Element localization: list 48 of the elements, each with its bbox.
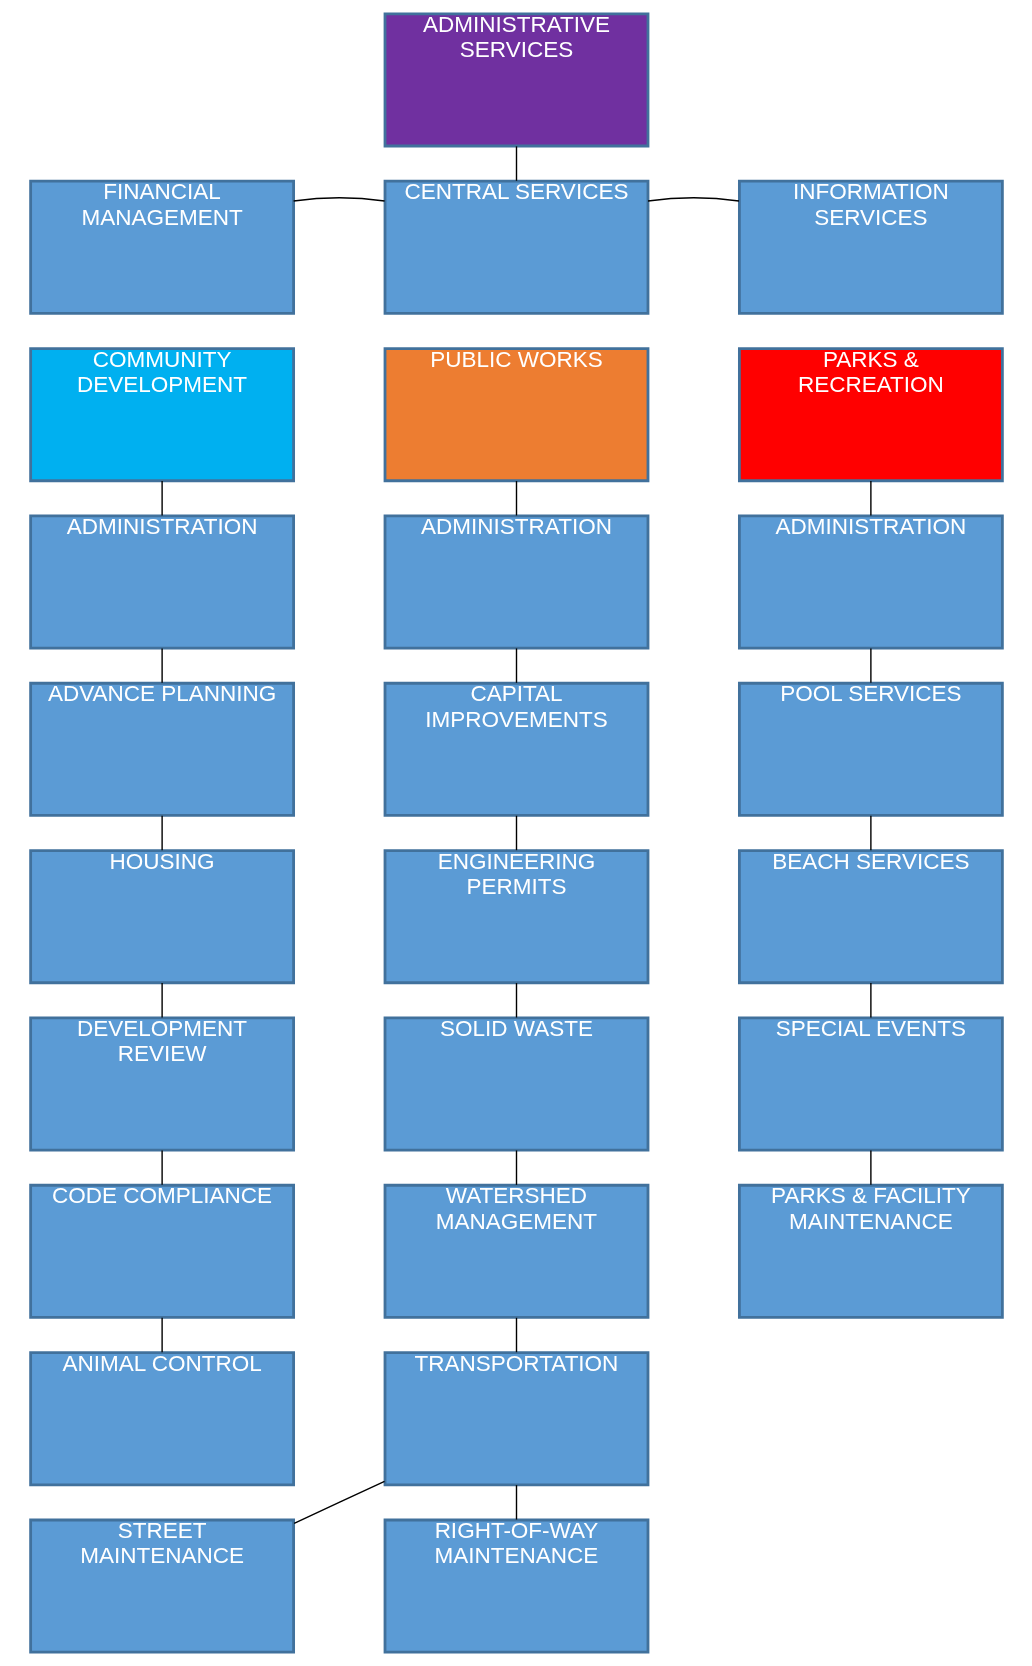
node-box: PUBLIC WORKS: [383, 347, 649, 483]
connector: [292, 197, 385, 202]
node-box: ADVANCE PLANNING: [28, 681, 295, 817]
connector: [515, 1484, 517, 1521]
node-box: ADMINISTRATIVE SERVICES: [383, 12, 649, 148]
node-box: POOL SERVICES: [737, 681, 1004, 817]
connector: [869, 480, 872, 517]
connector: [869, 1149, 872, 1186]
node-box: STREET MAINTENANCE: [28, 1518, 295, 1654]
connector: [515, 815, 517, 851]
node-box: SPECIAL EVENTS: [737, 1016, 1004, 1152]
connector: [160, 1149, 163, 1186]
node-box: ADMINISTRATION: [383, 514, 649, 650]
connector: [869, 982, 872, 1019]
node-box: RIGHT-OF-WAY MAINTENANCE: [383, 1518, 649, 1654]
node-box: ADMINISTRATION: [737, 514, 1004, 650]
connector: [515, 480, 517, 517]
node-box: PARKS & FACILITY MAINTENANCE: [737, 1183, 1004, 1319]
node-box: SOLID WASTE: [383, 1016, 649, 1152]
node-box: TRANSPORTATION: [383, 1351, 649, 1487]
node-box: ADMINISTRATION: [28, 514, 295, 650]
node-box: ANIMAL CONTROL: [28, 1351, 295, 1487]
connector: [160, 480, 163, 517]
connector: [160, 815, 163, 851]
node-box: BEACH SERVICES: [737, 849, 1004, 985]
node-box: CENTRAL SERVICES: [383, 179, 649, 315]
connector: [160, 1317, 163, 1353]
connector: [515, 1317, 517, 1353]
node-box: INFORMATION SERVICES: [737, 179, 1004, 315]
node-box: FINANCIAL MANAGEMENT: [28, 179, 295, 315]
connector: [869, 815, 872, 851]
connector: [515, 145, 517, 182]
node-box: DEVELOPMENT REVIEW: [28, 1016, 295, 1152]
connector: [869, 647, 872, 684]
connector: [515, 647, 517, 684]
connector: [646, 197, 740, 202]
node-box: PARKS & RECREATION: [737, 347, 1004, 483]
connector: [515, 982, 517, 1019]
node-box: WATERSHED MANAGEMENT: [383, 1183, 649, 1319]
node-box: COMMUNITY DEVELOPMENT: [28, 347, 295, 483]
node-box: CODE COMPLIANCE: [28, 1183, 295, 1319]
connector: [292, 1480, 385, 1525]
connector: [515, 1149, 517, 1186]
node-box: HOUSING: [28, 849, 295, 985]
node-box: ENGINEERING PERMITS: [383, 849, 649, 985]
node-box: CAPITAL IMPROVEMENTS: [383, 681, 649, 817]
connector: [160, 647, 163, 684]
connector: [160, 982, 163, 1019]
